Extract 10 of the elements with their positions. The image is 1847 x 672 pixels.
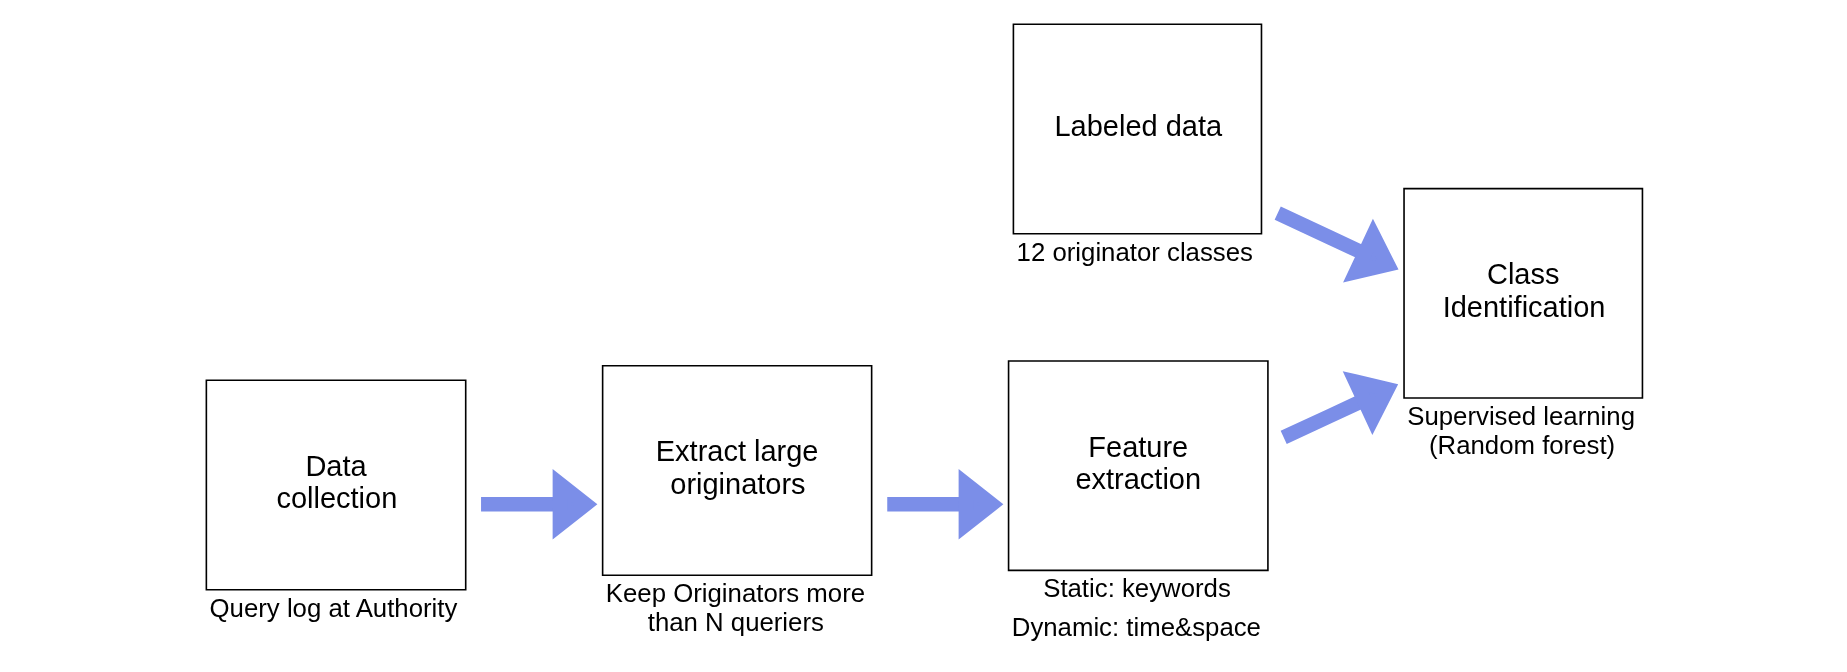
node-label: 12 originator classes <box>1016 237 1253 266</box>
node-label: Keep Originators more than N queriers <box>605 579 865 637</box>
node-label: Dynamic: time&space <box>1011 613 1261 642</box>
node-label: Supervised learning (Random forest) <box>1406 402 1635 460</box>
node-label: Static: keywords <box>1042 574 1231 603</box>
node-label: Query log at Authority <box>209 593 457 622</box>
arrow <box>480 469 597 540</box>
arrow <box>1274 206 1399 283</box>
arrow <box>1280 371 1398 444</box>
arrow <box>886 469 1003 540</box>
